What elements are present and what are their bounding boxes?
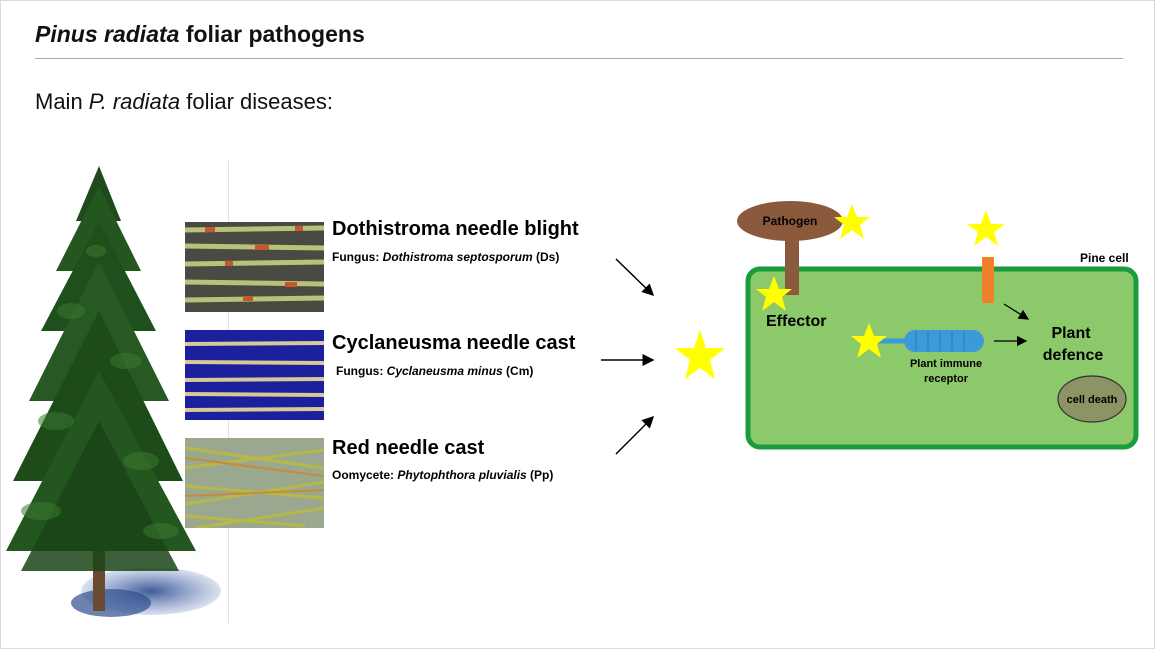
- agent-species: Dothistroma septosporum: [382, 250, 533, 264]
- defence-label-line1: Plant: [1051, 325, 1091, 342]
- star-icon: [967, 210, 1005, 246]
- arrow-bottom: [615, 415, 655, 455]
- disease-name-red-needle-cast: Red needle cast: [332, 437, 485, 459]
- disease-agent-dothistroma: Fungus: Dothistroma septosporum (Ds): [332, 250, 559, 264]
- cell-death-label: cell death: [1067, 394, 1118, 406]
- effector-label: Effector: [766, 313, 826, 330]
- receptor-label-line2: receptor: [924, 373, 969, 385]
- disease-name-dothistroma: Dothistroma needle blight: [332, 218, 579, 240]
- pathogen-label: Pathogen: [763, 214, 818, 228]
- subtitle: Main P. radiata foliar diseases:: [35, 89, 333, 115]
- pine-cell-diagram: Pine cell Pathogen Effector Plant immune…: [737, 201, 1139, 450]
- disease-agent-red-needle-cast: Oomycete: Phytophthora pluvialis (Pp): [332, 468, 553, 482]
- agent-type: Oomycete:: [332, 468, 398, 482]
- subtitle-suffix: foliar diseases:: [180, 89, 333, 114]
- cell-death-blob: [1057, 375, 1127, 423]
- converging-arrows: [601, 258, 655, 455]
- pathogen-stalk: [785, 233, 799, 295]
- subtitle-prefix: Main: [35, 89, 89, 114]
- star-icon: [851, 323, 887, 358]
- pine-tree-image: [6, 166, 221, 617]
- disease-name-cyclaneusma: Cyclaneusma needle cast: [332, 332, 576, 354]
- title-divider: [35, 58, 1123, 59]
- surface-receptor: [982, 257, 994, 303]
- agent-abbr: (Ds): [532, 250, 560, 264]
- page-title: Pinus radiata foliar pathogens: [35, 21, 365, 48]
- title-rest: foliar pathogens: [179, 21, 365, 47]
- pine-cell-label: Pine cell: [1080, 251, 1129, 265]
- agent-species: Phytophthora pluvialis: [397, 468, 527, 482]
- agent-abbr: (Pp): [526, 468, 554, 482]
- dothistroma-needle-image: [185, 222, 324, 312]
- cyclaneusma-needle-image: [185, 330, 324, 420]
- agent-species: Cyclaneusma minus: [386, 364, 503, 378]
- arrow-top: [615, 258, 655, 297]
- pine-cell-body: [745, 266, 1139, 450]
- agent-type: Fungus:: [332, 250, 383, 264]
- red-needle-cast-image: [185, 438, 324, 528]
- star-icon: [756, 276, 792, 311]
- agent-abbr: (Cm): [502, 364, 534, 378]
- disease-agent-cyclaneusma: Fungus: Cyclaneusma minus (Cm): [336, 364, 533, 378]
- agent-type: Fungus:: [336, 364, 387, 378]
- star-icon: [834, 204, 870, 239]
- subtitle-italic: P. radiata: [88, 89, 181, 114]
- pathogen-body: [737, 201, 843, 241]
- title-italic: Pinus radiata: [35, 21, 180, 47]
- receptor-label-line1: Plant immune: [910, 358, 982, 370]
- defence-label-line2: defence: [1043, 347, 1104, 364]
- effector-star-icon: [675, 330, 725, 379]
